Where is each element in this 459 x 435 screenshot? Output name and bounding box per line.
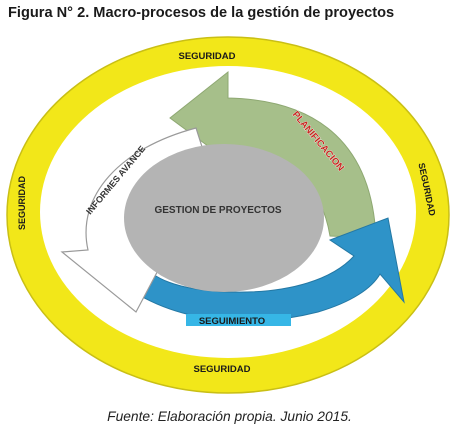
ring-label-bottom: SEGURIDAD	[193, 364, 250, 375]
ring-label-left: SEGURIDAD	[17, 176, 27, 231]
seguimiento-highlight	[186, 314, 291, 326]
process-diagram: GESTION DE PROYECTOS SEGURIDAD SEGURIDAD…	[6, 36, 450, 394]
center-label: GESTION DE PROYECTOS	[154, 205, 281, 216]
center-hub	[124, 144, 324, 292]
ring-label-top: SEGURIDAD	[178, 51, 235, 62]
figure-title: Figura N° 2. Macro-procesos de la gestió…	[8, 5, 395, 21]
seguimiento-label: SEGUIMIENTO	[199, 316, 265, 327]
figure-caption: Fuente: Elaboración propia. Junio 2015.	[107, 409, 352, 424]
